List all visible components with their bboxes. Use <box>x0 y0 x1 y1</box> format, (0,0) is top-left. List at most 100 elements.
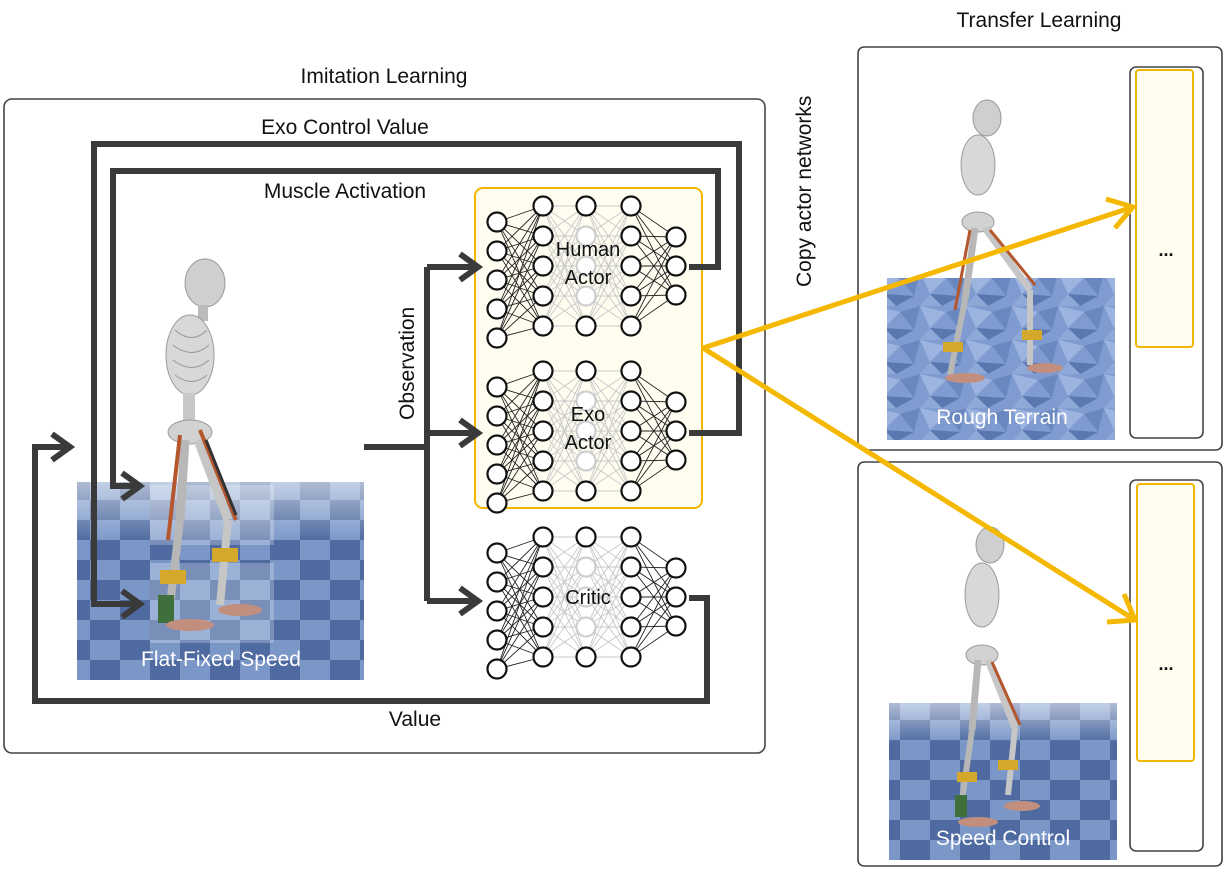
rough-network-inner <box>1135 69 1194 348</box>
network-node <box>665 255 687 277</box>
network-edge <box>585 205 632 267</box>
network-edge <box>542 205 587 267</box>
arrowhead-value <box>50 431 76 463</box>
network-node <box>532 646 554 668</box>
network-edge <box>585 400 632 492</box>
network-node <box>665 284 687 306</box>
network-edge <box>630 370 677 432</box>
network-edge <box>496 221 544 267</box>
network-node <box>486 240 508 262</box>
network-node <box>665 586 687 608</box>
network-edge <box>496 415 544 492</box>
network-edge <box>542 536 587 658</box>
network-edge <box>496 235 544 339</box>
network-edge <box>585 536 632 658</box>
muscle-activation-line <box>110 168 721 489</box>
arrowhead-exo <box>120 588 146 620</box>
imitation-learning-box <box>3 98 766 754</box>
network-edge <box>630 430 677 492</box>
arrowhead-muscle <box>120 470 146 502</box>
critic-label: Critic <box>565 587 611 609</box>
transfer-rough-box <box>857 46 1223 451</box>
network-edge <box>542 370 587 432</box>
copy-actor-networks-label: Copy actor networks <box>793 95 816 287</box>
speed-control-scene <box>889 703 1117 860</box>
network-node <box>532 480 554 502</box>
network-edge <box>496 265 544 339</box>
network-edge <box>496 536 544 612</box>
copy-arrow-rough <box>702 204 1134 351</box>
network-node <box>486 492 508 514</box>
copy-arrow-speed <box>701 345 1137 623</box>
network-node <box>486 542 508 564</box>
network-node <box>665 226 687 248</box>
network-node <box>532 225 554 247</box>
actor-networks-panel <box>474 187 703 509</box>
network-edge <box>496 386 544 432</box>
critic-network <box>486 526 687 680</box>
network-node <box>532 616 554 638</box>
network-edge <box>630 236 677 297</box>
network-node <box>575 285 597 307</box>
network-node <box>532 556 554 578</box>
network-edge <box>630 205 677 267</box>
network-edge <box>630 236 677 327</box>
network-node <box>575 195 597 217</box>
network-node <box>486 376 508 398</box>
network-edge <box>542 400 587 492</box>
network-node <box>620 225 642 247</box>
network-node <box>665 420 687 442</box>
network-node <box>575 480 597 502</box>
network-edge <box>585 370 632 432</box>
network-edge <box>542 265 587 327</box>
network-edge <box>496 279 544 327</box>
network-node <box>620 195 642 217</box>
network-edge <box>496 596 544 670</box>
network-edge <box>542 596 587 658</box>
network-edge <box>496 415 544 462</box>
network-node <box>486 298 508 320</box>
transfer-speed-box <box>857 461 1223 867</box>
network-edge <box>542 430 587 492</box>
network-node <box>620 526 642 548</box>
network-edge <box>585 370 632 462</box>
ellipsis-top: ... <box>1158 240 1174 260</box>
network-edge <box>585 596 632 658</box>
network-node <box>575 315 597 337</box>
network-edge <box>585 430 632 492</box>
network-edge <box>542 205 587 297</box>
network-edge <box>630 566 677 627</box>
network-node <box>532 195 554 217</box>
transfer-learning-title: Transfer Learning <box>956 9 1122 32</box>
rough-terrain-scene <box>887 278 1115 440</box>
flat-fixed-speed-label: Flat-Fixed Speed <box>141 648 301 671</box>
human-actor-label-line1: Human <box>555 239 621 261</box>
observation-line <box>364 264 478 604</box>
network-edge <box>630 567 677 628</box>
network-node <box>486 658 508 680</box>
network-edge <box>496 221 544 297</box>
network-node <box>486 327 508 349</box>
network-node <box>620 586 642 608</box>
network-node <box>486 434 508 456</box>
network-edge <box>542 536 587 628</box>
network-node <box>620 420 642 442</box>
network-edge <box>585 566 632 658</box>
network-edge <box>630 265 677 327</box>
network-edge <box>630 596 677 658</box>
network-node <box>575 526 597 548</box>
network-node <box>575 586 597 608</box>
imitation-learning-title: Imitation Learning <box>300 65 468 88</box>
exo-actor-label-line1: Exo <box>570 404 606 426</box>
value-line <box>32 444 710 704</box>
human-actor-label-line2: Actor <box>564 267 612 289</box>
network-edge <box>496 370 544 417</box>
exo-actor-network <box>486 360 687 514</box>
network-node <box>620 450 642 472</box>
network-node <box>620 390 642 412</box>
network-node <box>620 315 642 337</box>
speed-control-label: Speed Control <box>935 827 1071 850</box>
arrowhead-obs-exo <box>458 417 484 449</box>
network-node <box>620 646 642 668</box>
